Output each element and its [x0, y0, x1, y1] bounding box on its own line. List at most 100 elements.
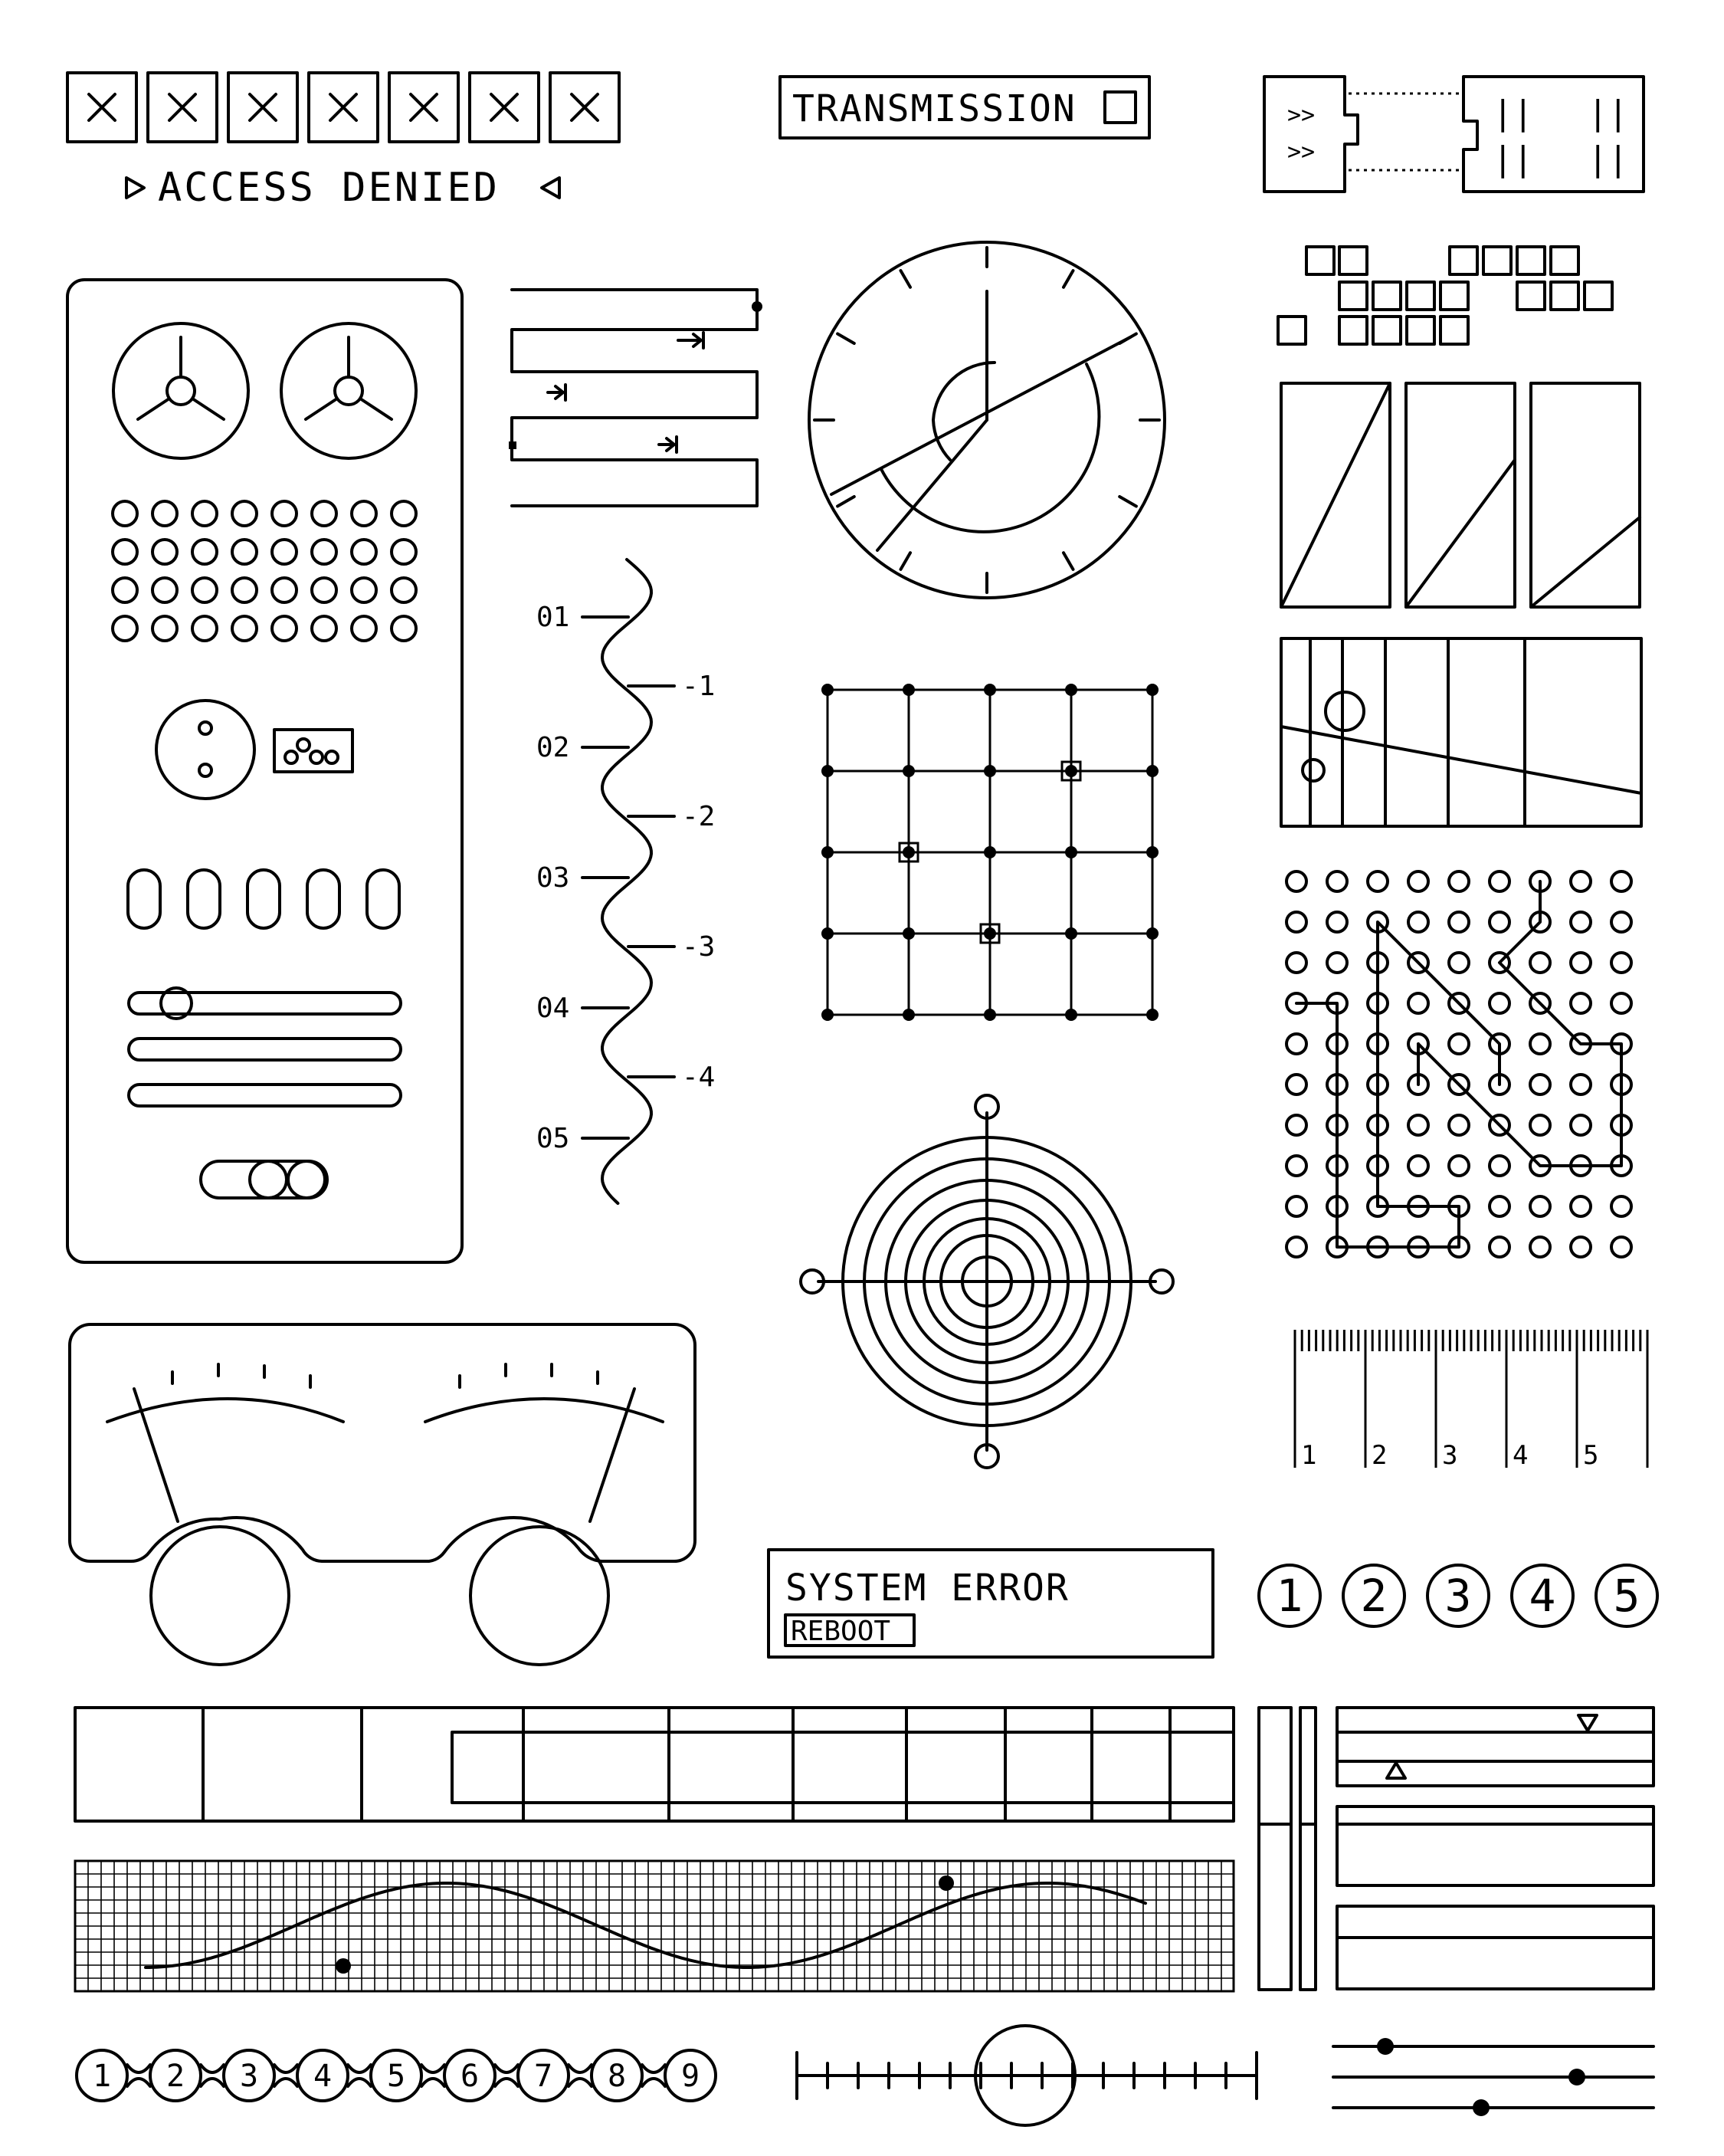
slider-track[interactable]: [127, 1037, 402, 1062]
chain-number-button[interactable]: 6: [443, 2049, 497, 2102]
crosshair-end[interactable]: [799, 1268, 825, 1295]
grille-hole: [191, 615, 218, 642]
vertical-bars: [1257, 1706, 1317, 1991]
peg-hole: [1447, 1114, 1470, 1137]
chain-number-button[interactable]: 3: [222, 2049, 276, 2102]
transmission-button[interactable]: TRANSMISSION: [778, 75, 1151, 139]
close-button[interactable]: [66, 71, 138, 143]
scale-handle[interactable]: [974, 2024, 1077, 2127]
grid-node: [1146, 846, 1159, 858]
checkbox-icon[interactable]: [1103, 90, 1137, 124]
chain-number-button[interactable]: 9: [664, 2049, 717, 2102]
number-button[interactable]: 3: [1426, 1564, 1490, 1628]
number-button[interactable]: 4: [1510, 1564, 1575, 1628]
grid-node: [821, 684, 834, 696]
slider-handle[interactable]: [159, 986, 193, 1020]
grille-hole: [390, 615, 418, 642]
peg-hole: [1366, 992, 1389, 1015]
waveform-point[interactable]: [939, 1875, 954, 1891]
chain-label: 1: [93, 2059, 111, 2094]
close-button[interactable]: [227, 71, 299, 143]
chain-number-button[interactable]: 7: [516, 2049, 570, 2102]
reboot-button[interactable]: REBOOT: [784, 1613, 916, 1647]
play-triangle-icon: [125, 176, 146, 199]
preset-button[interactable]: [246, 868, 281, 930]
peg-hole: [1569, 951, 1592, 974]
chain-number-button[interactable]: 2: [149, 2049, 202, 2102]
pixel-tile: [1482, 245, 1513, 276]
peg-hole: [1407, 951, 1430, 974]
circuit-trace: [1295, 920, 1501, 1249]
grid-node: [821, 765, 834, 777]
crosshair-end[interactable]: [1149, 1268, 1175, 1295]
preset-button[interactable]: [186, 868, 221, 930]
peg-hole: [1569, 1073, 1592, 1096]
number-button[interactable]: 1: [1257, 1564, 1322, 1628]
number-ring: [1595, 1564, 1659, 1628]
close-button-frame: [66, 71, 138, 143]
crosshair-end[interactable]: [974, 1094, 1000, 1120]
grid-marker[interactable]: [898, 842, 919, 863]
grid-marker[interactable]: [979, 923, 1001, 944]
slider-track[interactable]: [127, 1083, 402, 1108]
close-button-frame: [307, 71, 379, 143]
grille-hole: [111, 615, 139, 642]
peg-hole: [1326, 951, 1349, 974]
preset-button[interactable]: [306, 868, 341, 930]
number-label: 1: [1277, 1570, 1303, 1622]
grid-node: [984, 684, 996, 696]
slider-knob[interactable]: [1568, 2069, 1585, 2085]
grid-node: [984, 1009, 996, 1021]
peg-hole: [1610, 1195, 1633, 1218]
close-button[interactable]: [388, 71, 460, 143]
close-button[interactable]: [307, 71, 379, 143]
close-button[interactable]: [146, 71, 218, 143]
node-grid: [821, 684, 1159, 1021]
tape-recorder-panel: [66, 278, 464, 1264]
grille-hole: [111, 538, 139, 566]
grid-node: [984, 846, 996, 858]
slider-knob[interactable]: [1377, 2038, 1394, 2055]
grid-marker[interactable]: [1060, 760, 1082, 782]
grid-node: [903, 927, 915, 940]
preset-button[interactable]: [365, 868, 401, 930]
waveform-point[interactable]: [336, 1958, 351, 1974]
peg-hole: [1366, 951, 1389, 974]
marker-up-icon[interactable]: [1385, 1761, 1407, 1780]
crosshair-end[interactable]: [974, 1443, 1000, 1469]
pixel-tile: [1277, 315, 1307, 346]
grid-node: [1065, 765, 1077, 777]
peg-hole: [1326, 1236, 1349, 1258]
close-button[interactable]: [549, 71, 621, 143]
marker-down-icon[interactable]: [1577, 1714, 1598, 1732]
chain-number-button[interactable]: 4: [296, 2049, 349, 2102]
number-button[interactable]: 2: [1342, 1564, 1406, 1628]
grid-node: [984, 765, 996, 777]
pixel-tile: [1338, 315, 1368, 346]
chain-number-button[interactable]: 1: [75, 2049, 129, 2102]
tick-scale-slider[interactable]: [795, 2024, 1258, 2127]
ticket-mark: >>: [1287, 102, 1315, 129]
power-toggle[interactable]: [199, 1160, 329, 1199]
grille-hole: [111, 500, 139, 527]
grille-hole: [390, 576, 418, 604]
preset-button[interactable]: [126, 868, 162, 930]
dial-knob[interactable]: [155, 699, 256, 800]
close-icon: [490, 93, 519, 122]
chain-number-button[interactable]: 5: [369, 2049, 423, 2102]
pixel-tile: [1439, 315, 1470, 346]
chain-ring: [369, 2049, 423, 2102]
number-button[interactable]: 5: [1595, 1564, 1659, 1628]
ticket-mark: ||: [1493, 94, 1533, 133]
peg-hole: [1569, 992, 1592, 1015]
peg-hole: [1326, 911, 1349, 934]
grille-hole: [310, 615, 338, 642]
chain-number-button[interactable]: 8: [590, 2049, 644, 2102]
slider-track[interactable]: [127, 991, 402, 1016]
slider-knob[interactable]: [1473, 2099, 1490, 2116]
grille-hole: [310, 538, 338, 566]
three-line-slider[interactable]: [1332, 2038, 1655, 2116]
close-button[interactable]: [468, 71, 540, 143]
peg-hole: [1326, 992, 1349, 1015]
